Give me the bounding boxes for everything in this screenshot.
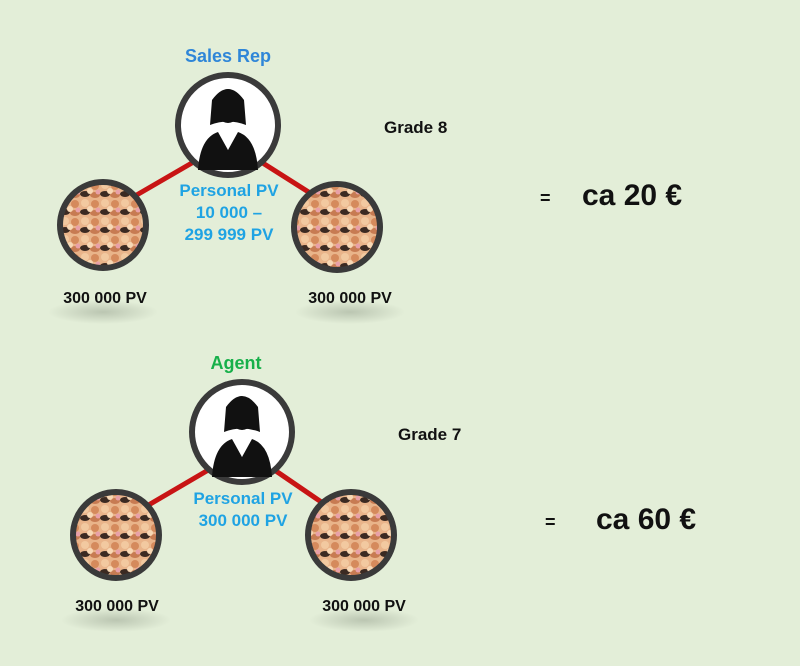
crowd-group-icon (60, 182, 146, 268)
personal-pv-line: 299 999 PV (160, 224, 298, 246)
grade-label: Grade 7 (398, 425, 461, 445)
personal-pv-line: 300 000 PV (174, 510, 312, 532)
tier-title-agent: Agent (176, 353, 296, 374)
personal-pv-label: Personal PV 10 000 – 299 999 PV (160, 180, 298, 246)
tier-title-sales-rep: Sales Rep (168, 46, 288, 67)
personal-pv-line: Personal PV (174, 488, 312, 510)
right-leg-pv: 300 000 PV (299, 598, 429, 616)
grade-label: Grade 8 (384, 118, 447, 138)
person-silhouette-icon (178, 75, 278, 175)
left-leg-pv: 300 000 PV (40, 290, 170, 308)
personal-pv-line: 10 000 – (160, 202, 298, 224)
person-silhouette-icon (192, 382, 292, 482)
left-leg-pv: 300 000 PV (52, 598, 182, 616)
crowd-group-icon (294, 184, 380, 270)
bonus-amount: ca 60 € (596, 503, 696, 537)
bonus-amount: ca 20 € (582, 179, 682, 213)
equals-sign: = (545, 512, 556, 533)
personal-pv-line: Personal PV (160, 180, 298, 202)
crowd-group-icon (73, 492, 159, 578)
right-leg-pv: 300 000 PV (285, 290, 415, 308)
crowd-group-icon (308, 492, 394, 578)
equals-sign: = (540, 188, 551, 209)
personal-pv-label: Personal PV 300 000 PV (174, 488, 312, 532)
